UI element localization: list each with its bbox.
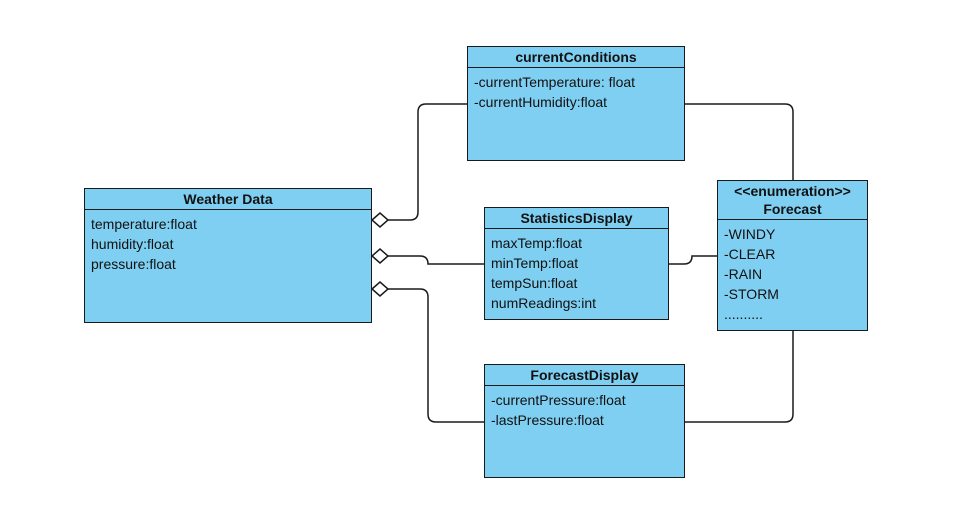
attribute: temperature:float [91,216,197,232]
enum-value: -CLEAR [724,246,776,262]
attribute: -currentHumidity:float [474,94,608,110]
enum-value: -STORM [724,286,779,302]
class-title: StatisticsDisplay [485,208,668,229]
attribute: maxTemp:float [491,235,583,251]
enum-value: -WINDY [724,226,776,242]
aggregation-line-current-conditions [388,103,467,221]
attribute-list: maxTemp:float minTemp:float tempSun:floa… [485,229,668,317]
attribute: minTemp:float [491,255,579,271]
attribute: -currentPressure:float [491,392,626,408]
class-forecast-display[interactable]: ForecastDisplay -currentPressure:float -… [484,364,685,478]
aggregation-line-statistics-display [388,255,484,265]
attribute-list: -currentTemperature: float -currentHumid… [468,68,684,116]
attribute-list: temperature:float humidity:float pressur… [85,210,371,278]
class-title: currentConditions [468,47,684,68]
class-title: Forecast [763,201,822,217]
aggregation-diamond-icon [370,281,390,297]
aggregation-diamond-icon [370,212,390,228]
attribute-list: -currentPressure:float -lastPressure:flo… [485,386,684,434]
attribute: humidity:float [91,236,174,252]
enum-value: .......... [724,306,763,322]
attribute: -currentTemperature: float [474,74,636,90]
attribute: pressure:float [91,256,176,272]
class-title: Weather Data [85,189,371,210]
enum-value: -RAIN [724,266,763,282]
stereotype-label: <<enumeration>> [734,183,851,199]
aggregation-line-forecast-display [388,288,484,423]
class-statistics-display[interactable]: StatisticsDisplay maxTemp:float minTemp:… [484,207,669,320]
enum-forecast[interactable]: <<enumeration>> Forecast -WINDY -CLEAR -… [717,180,868,331]
attribute: numReadings:int [491,295,597,311]
attribute: -lastPressure:float [491,412,604,428]
association-line-statistics-forecast [668,255,717,265]
aggregation-diamond-icon [370,248,390,264]
enum-value-list: -WINDY -CLEAR -RAIN -STORM .......... [718,220,867,328]
enum-header: <<enumeration>> Forecast [718,181,867,220]
class-current-conditions[interactable]: currentConditions -currentTemperature: f… [467,46,685,161]
class-title: ForecastDisplay [485,365,684,386]
attribute: tempSun:float [491,275,578,291]
association-line-conditions-forecast [685,103,794,180]
association-line-forecastdisplay-forecast [685,330,794,423]
class-weather-data[interactable]: Weather Data temperature:float humidity:… [84,188,372,323]
